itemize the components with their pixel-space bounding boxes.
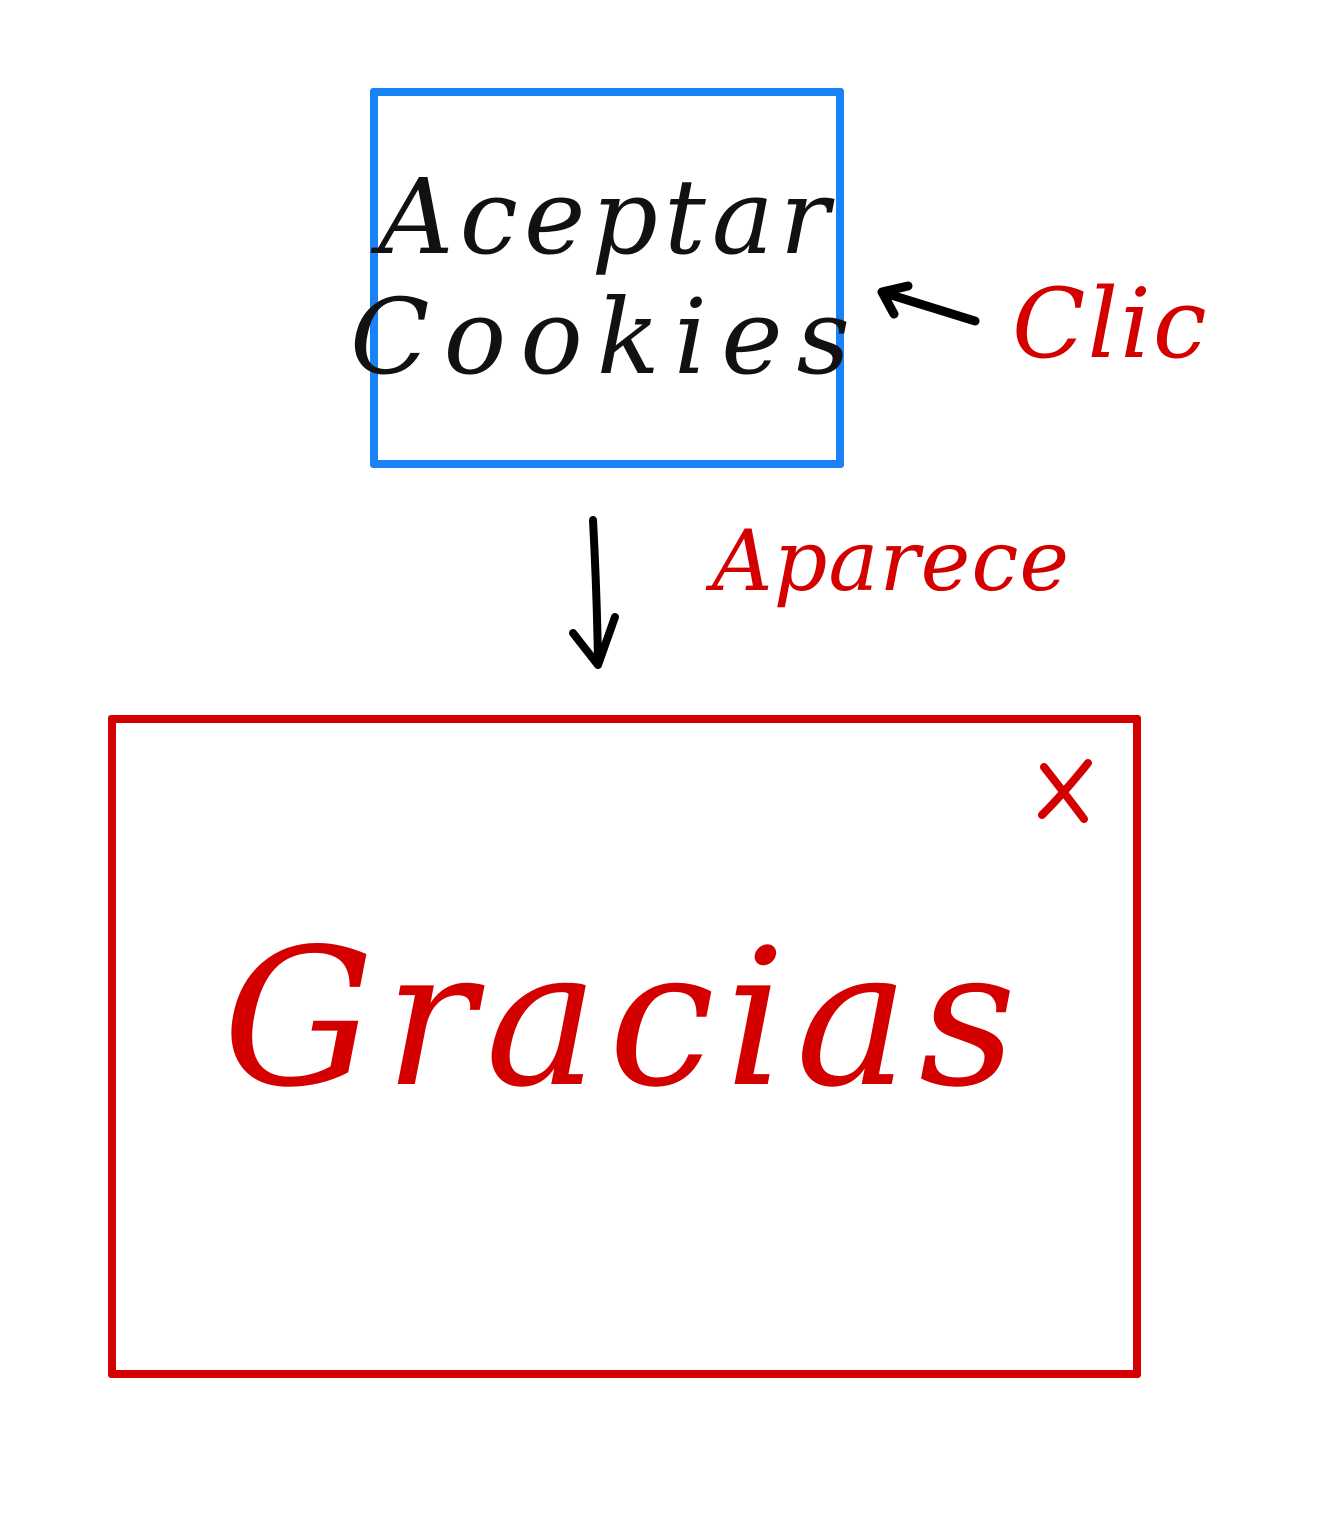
thanks-message: Gracias bbox=[222, 908, 1027, 1129]
close-icon[interactable] bbox=[1036, 755, 1096, 825]
appears-label: Aparece bbox=[712, 512, 1071, 610]
accept-cookies-button[interactable]: Aceptar Cookies bbox=[350, 88, 850, 468]
click-arrow-icon bbox=[877, 281, 980, 326]
down-arrow-icon bbox=[569, 516, 619, 669]
button-label-line1: Aceptar bbox=[378, 156, 836, 279]
click-label: Clic bbox=[1012, 268, 1209, 380]
button-label-line2: Cookies bbox=[350, 276, 864, 398]
thanks-popup: Gracias bbox=[108, 715, 1141, 1378]
